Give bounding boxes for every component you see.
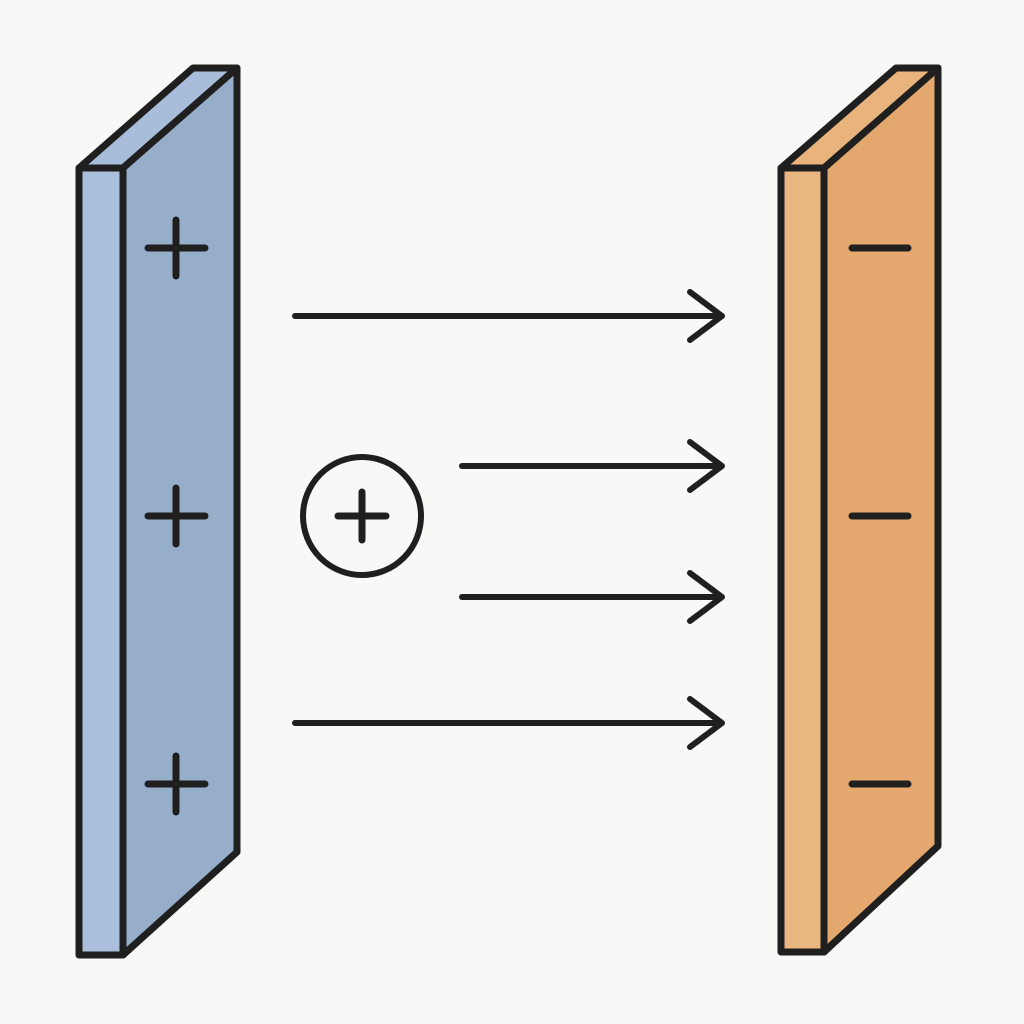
circled-plus-icon xyxy=(300,454,424,578)
positive-plate-side-face xyxy=(75,164,127,959)
positive-plate xyxy=(75,64,241,959)
negative-plate-front-face xyxy=(820,64,942,956)
right-arrow-icon xyxy=(292,696,725,750)
test-charge-circle xyxy=(300,454,424,578)
right-arrow-icon xyxy=(459,570,725,624)
plus-sign-3 xyxy=(144,752,209,816)
right-arrow-icon xyxy=(292,289,725,343)
negative-plate-side-face xyxy=(777,164,828,956)
plus-sign-2 xyxy=(144,484,209,548)
field-lines xyxy=(292,289,725,750)
plus-sign-1 xyxy=(144,216,209,280)
negative-plate xyxy=(777,64,942,956)
positive-plate-front-face xyxy=(119,64,241,959)
right-arrow-icon xyxy=(459,439,725,493)
